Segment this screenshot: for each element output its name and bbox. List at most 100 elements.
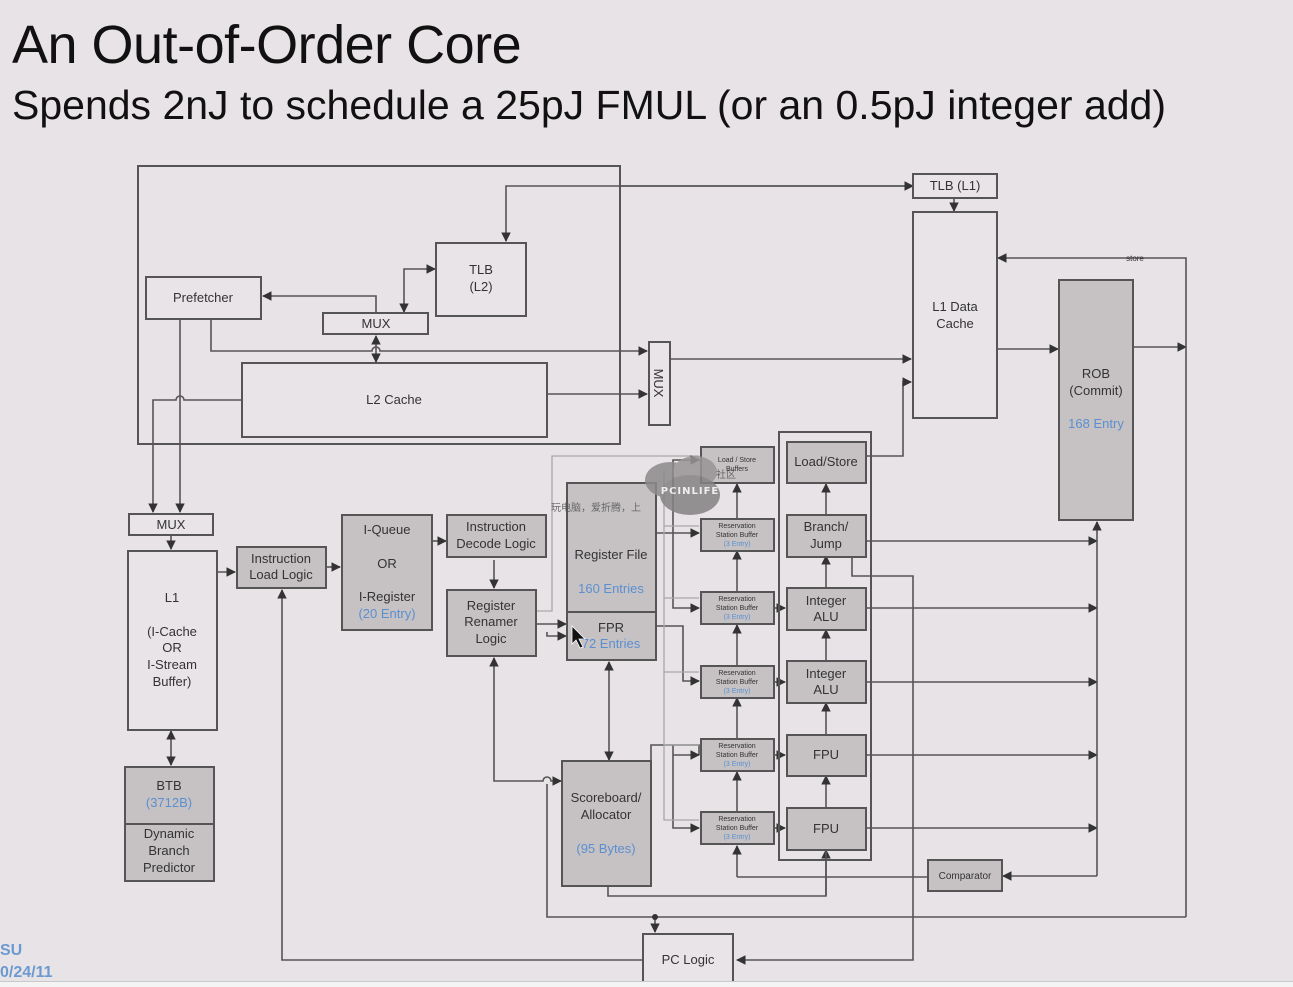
block-comparator: Comparator bbox=[927, 859, 1003, 892]
svg-text:Load/Store: Load/Store bbox=[794, 454, 858, 469]
svg-text:Dynamic: Dynamic bbox=[144, 826, 195, 841]
reservation-station-3: Reservation Station Buffer (3 Entry) bbox=[700, 665, 775, 699]
watermark: PCINLIFE 玩电脑，爱折腾，上 社区 bbox=[551, 456, 736, 515]
svg-text:(3 Entry): (3 Entry) bbox=[724, 614, 751, 621]
slide-title: An Out-of-Order Core bbox=[12, 15, 522, 75]
svg-text:Branch/: Branch/ bbox=[804, 519, 849, 534]
block-register-renamer: Register Renamer Logic bbox=[446, 589, 537, 657]
exec-load-store: Load/Store bbox=[786, 441, 867, 484]
mouse-cursor-icon bbox=[571, 625, 586, 649]
bottom-edge bbox=[0, 981, 1293, 987]
svg-text:Decode Logic: Decode Logic bbox=[456, 536, 536, 551]
svg-text:Station Buffer: Station Buffer bbox=[716, 825, 759, 832]
svg-text:Prefetcher: Prefetcher bbox=[173, 290, 234, 305]
block-instruction-decode: Instruction Decode Logic bbox=[446, 514, 547, 558]
exec-fpu-1: FPU bbox=[786, 734, 867, 777]
block-l1-icache: L1 (I-Cache OR I-Stream Buffer) bbox=[127, 550, 218, 731]
svg-text:(20 Entry): (20 Entry) bbox=[358, 606, 415, 621]
block-mux-vertical: MUX bbox=[648, 341, 671, 426]
block-scoreboard: Scoreboard/ Allocator (95 Bytes) bbox=[561, 760, 652, 887]
reservation-station-4: Reservation Station Buffer (3 Entry) bbox=[700, 738, 775, 772]
svg-text:L1: L1 bbox=[165, 590, 179, 605]
svg-text:Register File: Register File bbox=[575, 547, 648, 562]
svg-text:(95 Bytes): (95 Bytes) bbox=[576, 841, 635, 856]
svg-text:ALU: ALU bbox=[813, 609, 838, 624]
block-pc-logic: PC Logic bbox=[642, 933, 734, 986]
wire-l2-muxleft bbox=[148, 395, 242, 513]
svg-text:BTB: BTB bbox=[156, 778, 181, 793]
svg-text:Station Buffer: Station Buffer bbox=[716, 605, 759, 612]
exec-units-frame bbox=[778, 431, 872, 861]
svg-text:FPR: FPR bbox=[598, 620, 624, 635]
block-tlb-l1: TLB (L1) bbox=[912, 173, 998, 199]
exec-fpu-2: FPU bbox=[786, 807, 867, 851]
svg-text:(3 Entry): (3 Entry) bbox=[724, 688, 751, 695]
svg-text:Reservation: Reservation bbox=[718, 596, 755, 603]
svg-text:Jump: Jump bbox=[810, 536, 842, 551]
svg-text:Station Buffer: Station Buffer bbox=[716, 532, 759, 539]
exec-integer-alu-2: Integer ALU bbox=[786, 660, 867, 704]
svg-text:(L2): (L2) bbox=[469, 279, 492, 294]
svg-text:Reservation: Reservation bbox=[718, 816, 755, 823]
block-dynamic-branch-predictor: Dynamic Branch Predictor bbox=[124, 823, 215, 882]
svg-text:Buffer): Buffer) bbox=[153, 674, 192, 689]
svg-text:Integer: Integer bbox=[806, 666, 847, 681]
svg-text:Branch: Branch bbox=[148, 843, 189, 858]
svg-text:Logic: Logic bbox=[475, 631, 507, 646]
store-label: store bbox=[1126, 254, 1144, 263]
watermark-text-right: 社区 bbox=[716, 468, 736, 481]
block-iqueue: I-Queue OR I-Register (20 Entry) bbox=[341, 514, 433, 631]
reservation-station-5: Reservation Station Buffer (3 Entry) bbox=[700, 811, 775, 845]
svg-text:168 Entry: 168 Entry bbox=[1068, 416, 1124, 431]
svg-text:Cache: Cache bbox=[936, 316, 974, 331]
block-mux-left: MUX bbox=[128, 513, 214, 536]
svg-text:Scoreboard/: Scoreboard/ bbox=[571, 790, 642, 805]
svg-text:Predictor: Predictor bbox=[143, 860, 196, 875]
wire-tlbl1-to-tlbl2 bbox=[501, 185, 913, 242]
svg-text:(3712B): (3712B) bbox=[146, 795, 192, 810]
block-l2-cache: L2 Cache bbox=[241, 362, 548, 438]
footer-org: SU bbox=[0, 942, 23, 959]
svg-text:I-Queue: I-Queue bbox=[364, 522, 411, 537]
wire-mux-prefetcher bbox=[262, 291, 377, 313]
wire-prefetcher-vmux bbox=[210, 319, 648, 356]
block-prefetcher: Prefetcher bbox=[145, 276, 262, 320]
svg-text:Allocator: Allocator bbox=[581, 807, 632, 822]
svg-text:Reservation: Reservation bbox=[718, 670, 755, 677]
block-instruction-load-logic: Instruction Load Logic bbox=[236, 546, 327, 589]
svg-text:Reservation: Reservation bbox=[718, 523, 755, 530]
svg-text:FPU: FPU bbox=[813, 821, 839, 836]
block-register-file: Register File 160 Entries bbox=[566, 482, 657, 613]
wires bbox=[148, 181, 1187, 965]
svg-text:(3 Entry): (3 Entry) bbox=[724, 834, 751, 841]
svg-text:160 Entries: 160 Entries bbox=[578, 581, 644, 596]
svg-text:I-Stream: I-Stream bbox=[147, 657, 197, 672]
svg-text:(3 Entry): (3 Entry) bbox=[724, 761, 751, 768]
svg-text:Reservation: Reservation bbox=[718, 743, 755, 750]
block-btb: BTB (3712B) bbox=[124, 766, 215, 825]
svg-text:TLB (L1): TLB (L1) bbox=[930, 178, 981, 193]
reservation-station-2: Reservation Station Buffer (3 Entry) bbox=[700, 591, 775, 625]
svg-text:Instruction: Instruction bbox=[251, 551, 311, 566]
svg-text:Buffers: Buffers bbox=[726, 466, 749, 473]
svg-text:(3 Entry): (3 Entry) bbox=[724, 541, 751, 548]
block-l1-data-cache: L1 Data Cache bbox=[912, 211, 998, 419]
svg-text:FPU: FPU bbox=[813, 747, 839, 762]
reservation-station-1: Reservation Station Buffer (3 Entry) bbox=[700, 518, 775, 552]
svg-text:Renamer: Renamer bbox=[464, 614, 518, 629]
watermark-text-left: 玩电脑，爱折腾，上 bbox=[551, 501, 641, 514]
svg-text:ALU: ALU bbox=[813, 682, 838, 697]
svg-text:(Commit): (Commit) bbox=[1069, 383, 1122, 398]
svg-text:Load Logic: Load Logic bbox=[249, 567, 313, 582]
memory-subsystem-frame bbox=[137, 165, 621, 445]
block-rob: ROB (Commit) 168 Entry bbox=[1058, 279, 1134, 521]
svg-text:Load / Store: Load / Store bbox=[718, 457, 756, 464]
footer-date: 0/24/11 bbox=[0, 964, 53, 981]
svg-text:PC Logic: PC Logic bbox=[662, 952, 715, 967]
exec-branch-jump: Branch/ Jump bbox=[786, 514, 867, 558]
svg-text:MUX: MUX bbox=[157, 517, 186, 532]
svg-text:OR: OR bbox=[377, 556, 397, 571]
svg-text:L1 Data: L1 Data bbox=[932, 299, 978, 314]
svg-text:Integer: Integer bbox=[806, 593, 847, 608]
